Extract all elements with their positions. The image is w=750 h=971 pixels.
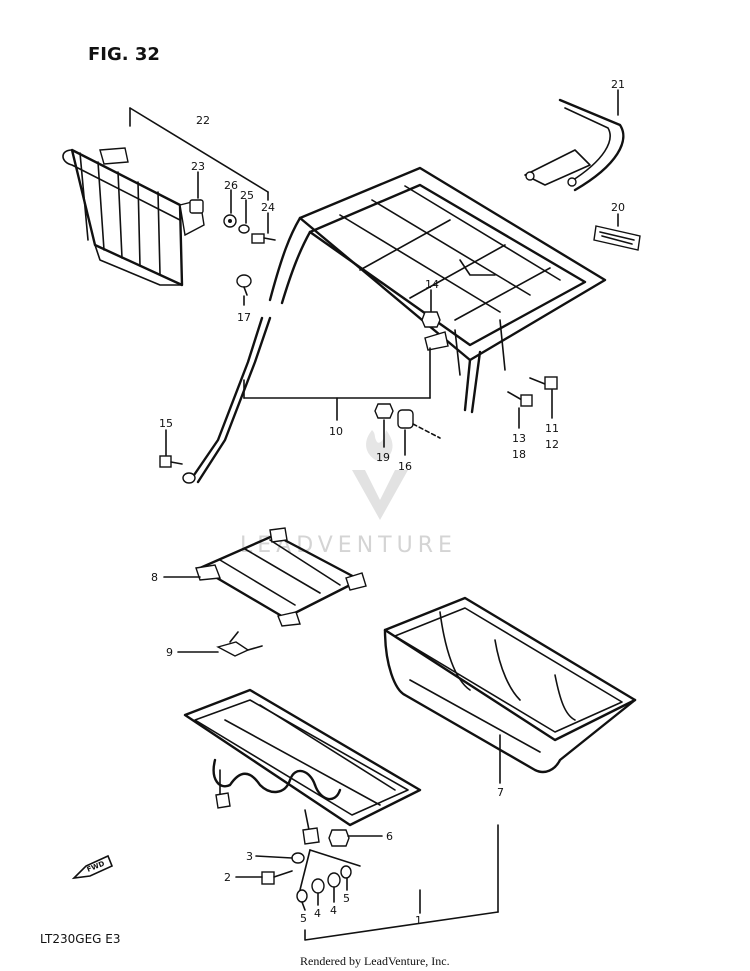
part-16-collar[interactable] <box>397 409 441 439</box>
callout-4-b: 4 <box>330 904 337 917</box>
footer-rendered-by: Rendered by LeadVenture, Inc. <box>300 954 450 968</box>
callout-17: 17 <box>237 311 251 324</box>
part-4-collar-b[interactable] <box>327 872 341 888</box>
part-15-bolt[interactable] <box>159 455 183 468</box>
callout-24: 24 <box>261 201 275 214</box>
callout-5-a: 5 <box>300 912 307 925</box>
callout-18: 18 <box>512 448 526 461</box>
part-3-washer[interactable] <box>291 852 305 864</box>
callout-12: 12 <box>545 438 559 451</box>
part-8-mount-bracket[interactable] <box>195 527 367 627</box>
callout-19: 19 <box>376 451 390 464</box>
callout-numbers: 22 23 26 25 24 17 14 10 11 12 13 18 19 1… <box>151 78 625 927</box>
callout-23: 23 <box>191 160 205 173</box>
callout-9: 9 <box>166 646 173 659</box>
part-5-washer-a[interactable] <box>296 889 308 903</box>
part-6-nut[interactable] <box>328 829 350 847</box>
part-11-bolt[interactable] <box>529 376 558 390</box>
callout-8: 8 <box>151 571 158 584</box>
model-code: LT230GEG E3 <box>40 932 120 946</box>
part-25-washer[interactable] <box>238 224 250 234</box>
callout-22: 22 <box>196 114 210 127</box>
part-23-nut[interactable] <box>189 199 204 214</box>
callout-2: 2 <box>224 871 231 884</box>
part-24-bolt[interactable] <box>251 233 276 244</box>
callout-7: 7 <box>497 786 504 799</box>
part-17-cap[interactable] <box>236 274 252 296</box>
part-13-bolt[interactable] <box>507 391 533 407</box>
part-10-rear-carrier[interactable] <box>268 166 607 414</box>
callout-3: 3 <box>246 850 253 863</box>
part-7-storage-tray[interactable] <box>383 596 637 774</box>
callout-15: 15 <box>159 417 173 430</box>
callout-6: 6 <box>386 830 393 843</box>
callout-10: 10 <box>329 425 343 438</box>
callout-21: 21 <box>611 78 625 91</box>
part-14-nut[interactable] <box>421 311 441 328</box>
callout-25: 25 <box>240 189 254 202</box>
part-2-bolt[interactable] <box>261 870 293 885</box>
part-9-clip[interactable] <box>216 631 263 657</box>
leader-lines <box>129 89 619 941</box>
callout-20: 20 <box>611 201 625 214</box>
part-22-front-guard[interactable] <box>62 147 205 287</box>
part-19-nut[interactable] <box>374 403 394 419</box>
fwd-arrow-icon: FWD <box>71 854 114 880</box>
part-21-bracket[interactable] <box>524 98 625 192</box>
callout-16: 16 <box>398 460 412 473</box>
part-20-decal[interactable] <box>593 225 641 251</box>
callout-14: 14 <box>425 278 439 291</box>
part-26-washer[interactable] <box>223 214 237 228</box>
callout-11: 11 <box>545 422 559 435</box>
figure-title: FIG. 32 <box>88 44 160 65</box>
callout-5-b: 5 <box>343 892 350 905</box>
callout-4-a: 4 <box>314 907 321 920</box>
part-10-support-strut[interactable] <box>182 316 272 484</box>
callout-13: 13 <box>512 432 526 445</box>
callout-1: 1 <box>415 914 422 927</box>
part-5-washer-b[interactable] <box>340 865 352 879</box>
part-4-collar-a[interactable] <box>311 878 325 894</box>
part-1-front-carrier[interactable] <box>183 688 422 845</box>
callout-26: 26 <box>224 179 238 192</box>
